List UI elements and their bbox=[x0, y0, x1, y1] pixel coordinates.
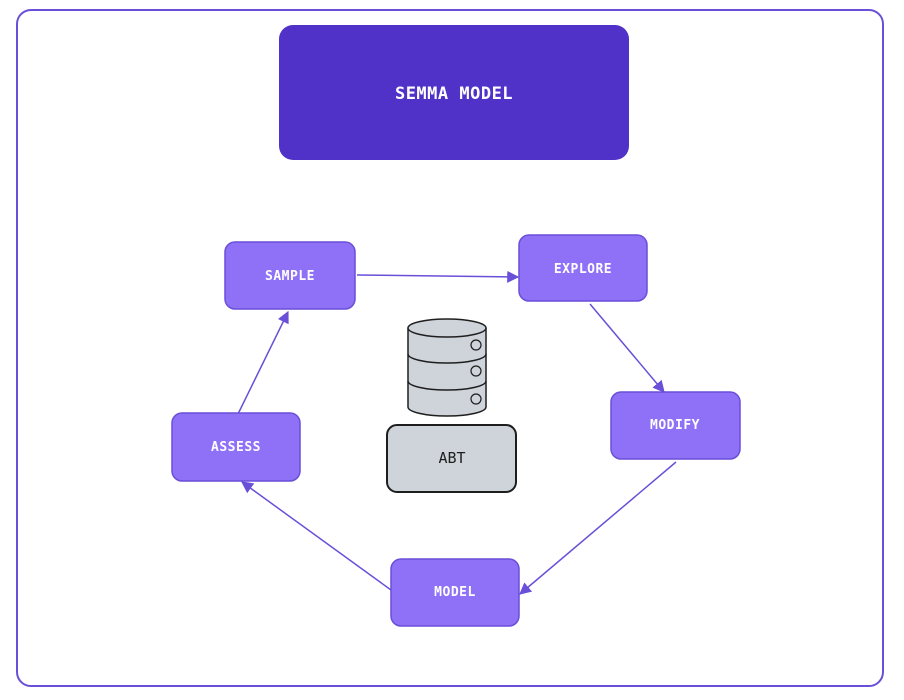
arrow-sample-to-explore bbox=[356, 270, 520, 283]
stage-explore[interactable]: EXPLORE bbox=[518, 234, 648, 302]
arrow-assess-to-sample bbox=[237, 310, 289, 415]
stage-modify[interactable]: MODIFY bbox=[610, 391, 741, 460]
outer-frame bbox=[16, 9, 884, 687]
stage-modify-label: MODIFY bbox=[650, 418, 700, 433]
title-box: SEMMA MODEL bbox=[279, 25, 629, 160]
diagram-title: SEMMA MODEL bbox=[395, 84, 513, 104]
stage-assess-label: ASSESS bbox=[211, 440, 261, 455]
stage-model-label: MODEL bbox=[434, 585, 476, 600]
arrow-modify-to-model bbox=[519, 461, 677, 595]
arrow-model-to-assess bbox=[241, 481, 392, 591]
abt-label: ABT bbox=[438, 449, 465, 467]
database-icon bbox=[407, 318, 487, 417]
arrow-explore-to-modify bbox=[589, 303, 665, 393]
stage-explore-label: EXPLORE bbox=[554, 262, 612, 277]
stage-model[interactable]: MODEL bbox=[390, 558, 520, 627]
abt-box: ABT bbox=[386, 424, 517, 493]
stage-sample[interactable]: SAMPLE bbox=[224, 241, 356, 310]
connectors bbox=[237, 270, 677, 595]
stage-assess[interactable]: ASSESS bbox=[171, 412, 301, 482]
stage-sample-label: SAMPLE bbox=[265, 269, 315, 284]
